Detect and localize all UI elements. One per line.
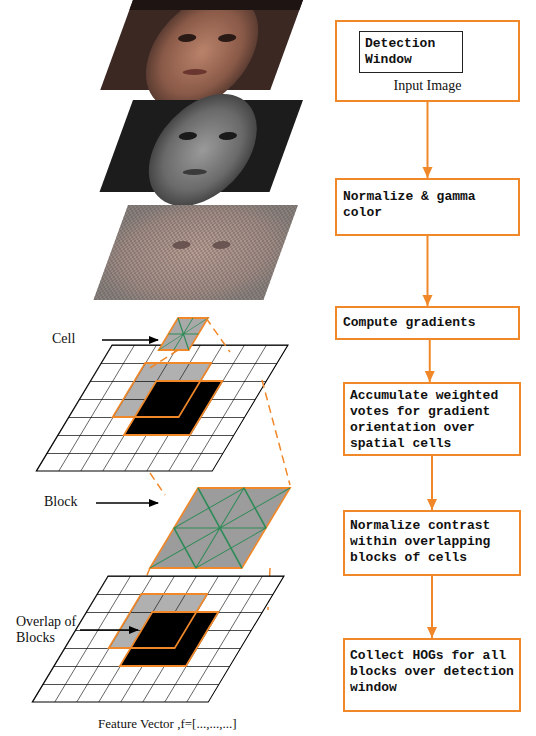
process-box: Accumulate weighted votes for gradient o…	[343, 382, 521, 456]
grid-background	[36, 345, 288, 471]
flow-arrow	[431, 456, 433, 510]
pointer-arrow	[80, 629, 138, 631]
eye	[211, 241, 232, 249]
flow-arrow	[429, 340, 431, 382]
image-background	[93, 205, 298, 300]
process-box: Collect HOGs for all blocks over detecti…	[343, 638, 521, 712]
eye	[171, 241, 192, 249]
face-image-color	[93, 0, 305, 110]
part-label: Block	[44, 494, 104, 510]
grid-background	[32, 576, 284, 702]
box-text: Collect HOGs for all blocks over detecti…	[345, 640, 519, 704]
eye	[177, 132, 198, 140]
cell-shape	[159, 318, 208, 350]
block-outline	[113, 363, 211, 417]
window-box: Detection Window	[359, 31, 463, 73]
gradient-lines	[159, 318, 208, 350]
flow-arrow	[427, 236, 429, 306]
cell-detail	[159, 318, 208, 350]
flow-arrow	[427, 102, 429, 178]
pointer-arrow	[96, 502, 158, 504]
eye	[177, 34, 198, 42]
block-outline	[120, 612, 218, 666]
box-text: Accumulate weighted votes for gradient o…	[345, 384, 519, 456]
process-box: Normalize & gamma color	[335, 178, 520, 236]
face	[132, 94, 273, 206]
process-box: Input Image Detection Window	[335, 20, 520, 102]
block-shape	[150, 488, 290, 568]
block-grid	[32, 576, 284, 702]
face	[129, 0, 275, 110]
eye	[217, 132, 238, 140]
flow-arrow	[431, 576, 433, 638]
cell-grid	[36, 345, 288, 471]
eye	[217, 34, 238, 42]
dashed-guide	[150, 318, 230, 368]
pointer-arrow	[102, 339, 158, 341]
grid-border	[36, 345, 288, 471]
box-text: Normalize contrast within overlapping bl…	[345, 512, 519, 572]
grid-lines	[36, 345, 288, 471]
part-label: Overlap of Blocks	[16, 614, 86, 646]
mouth	[182, 69, 208, 75]
process-box: Normalize contrast within overlapping bl…	[343, 510, 521, 576]
block-outline	[124, 381, 222, 435]
feature-vector-label: Feature Vector ,f=[...,...,...]	[98, 716, 398, 732]
part-label: Cell	[52, 331, 112, 347]
face-image-gray	[94, 94, 305, 206]
gradient-lines	[150, 488, 290, 568]
grid-lines	[32, 576, 284, 702]
box-text: Detection Window	[360, 32, 462, 72]
box-text: Compute gradients	[337, 308, 518, 338]
block-outline	[109, 594, 207, 648]
gradient-texture	[93, 205, 298, 300]
grid-border	[32, 576, 284, 702]
dashed-guide	[150, 380, 290, 495]
process-box: Compute gradients	[335, 306, 520, 340]
hair	[129, 0, 303, 10]
mouth	[182, 169, 208, 175]
block-detail	[150, 488, 290, 568]
face-image-gradients	[93, 205, 298, 300]
box-text: Normalize & gamma color	[337, 180, 518, 230]
box-text: Input Image	[337, 78, 518, 94]
